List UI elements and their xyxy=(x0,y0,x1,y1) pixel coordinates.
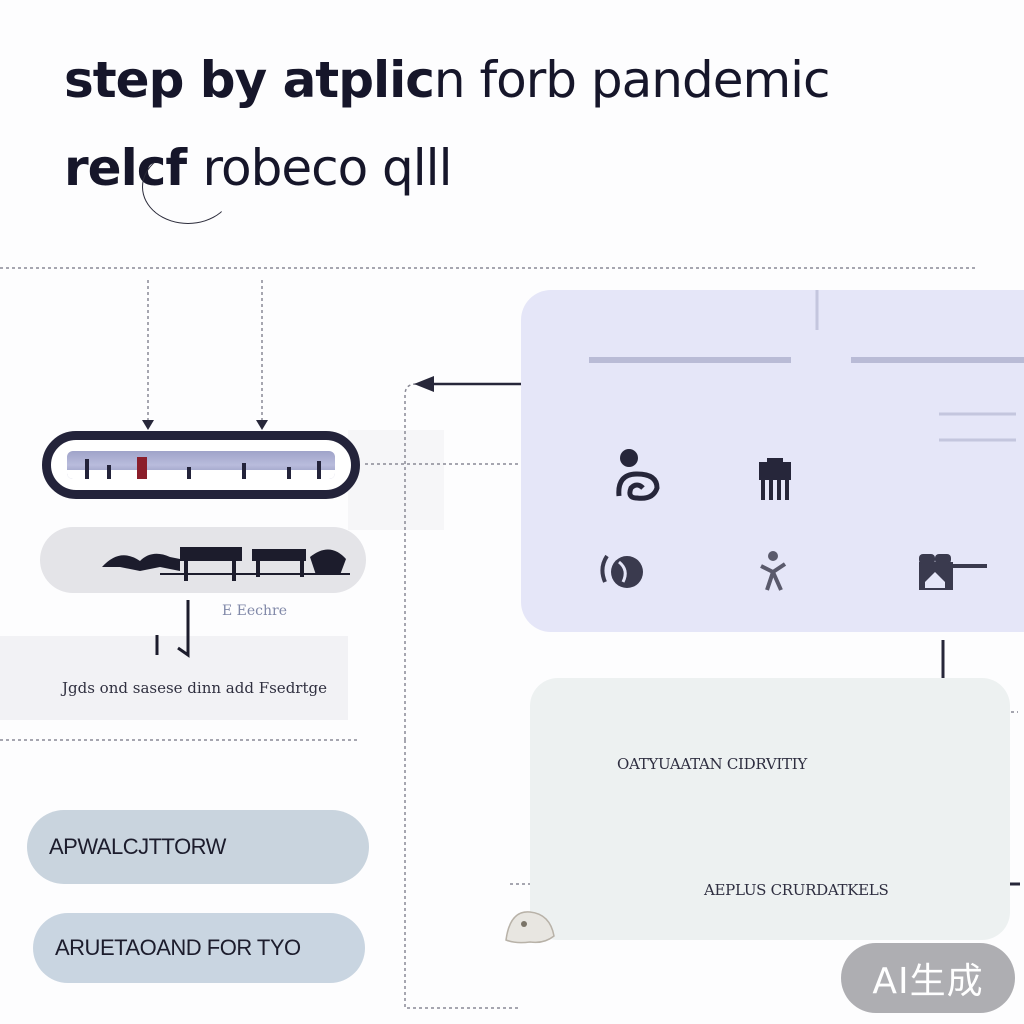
title-line-1-light: n forb pandemic xyxy=(433,51,831,109)
title-line-1-bold: step by atplic xyxy=(64,51,435,109)
center-soft-box xyxy=(348,430,444,530)
arguments-pill[interactable]: ARUETAOAND FOR TYO xyxy=(33,913,365,983)
bottom-link xyxy=(404,740,520,1009)
hanger-right-cap xyxy=(256,420,268,430)
applications-pill[interactable]: APWALCJTTORW xyxy=(27,810,369,884)
left-caption: Jgds ond sasese dinn add Fsedrtge xyxy=(62,679,327,697)
mascot-sketch-icon xyxy=(505,911,555,944)
globe-icon xyxy=(600,554,643,588)
title-line-1: step by atplicn forb pandemic xyxy=(64,50,831,110)
grey-pill-panel[interactable] xyxy=(40,527,366,593)
icon-panel-top xyxy=(521,290,1024,632)
catalyst-text: OATYUAATAN CIDRVITIY xyxy=(617,755,807,773)
plus-text: AEPLUS CRURDATKELS xyxy=(704,881,889,899)
panel-top-decor xyxy=(589,290,1024,442)
hanger-left-cap xyxy=(142,420,154,430)
tick-mark-long xyxy=(177,600,190,658)
person-icon xyxy=(616,449,660,501)
building-icon xyxy=(759,458,791,500)
animals-silhouette-icon xyxy=(102,547,350,581)
title-swirl-decoration xyxy=(142,150,234,224)
mid-caption: E Eechre xyxy=(222,603,288,619)
house-icon xyxy=(919,554,987,590)
vertical-link-left xyxy=(404,383,417,740)
ai-generated-badge: AI生成 xyxy=(841,943,1015,1013)
top-arrow-head xyxy=(414,376,434,392)
left-soft-box xyxy=(0,636,348,720)
dark-pill-panel[interactable] xyxy=(42,431,360,499)
title-line-2-light: robeco qlll xyxy=(202,139,453,197)
figure-icon xyxy=(760,551,787,591)
catalyst-panel xyxy=(530,678,1010,940)
skyline-strip-icon xyxy=(67,451,335,479)
